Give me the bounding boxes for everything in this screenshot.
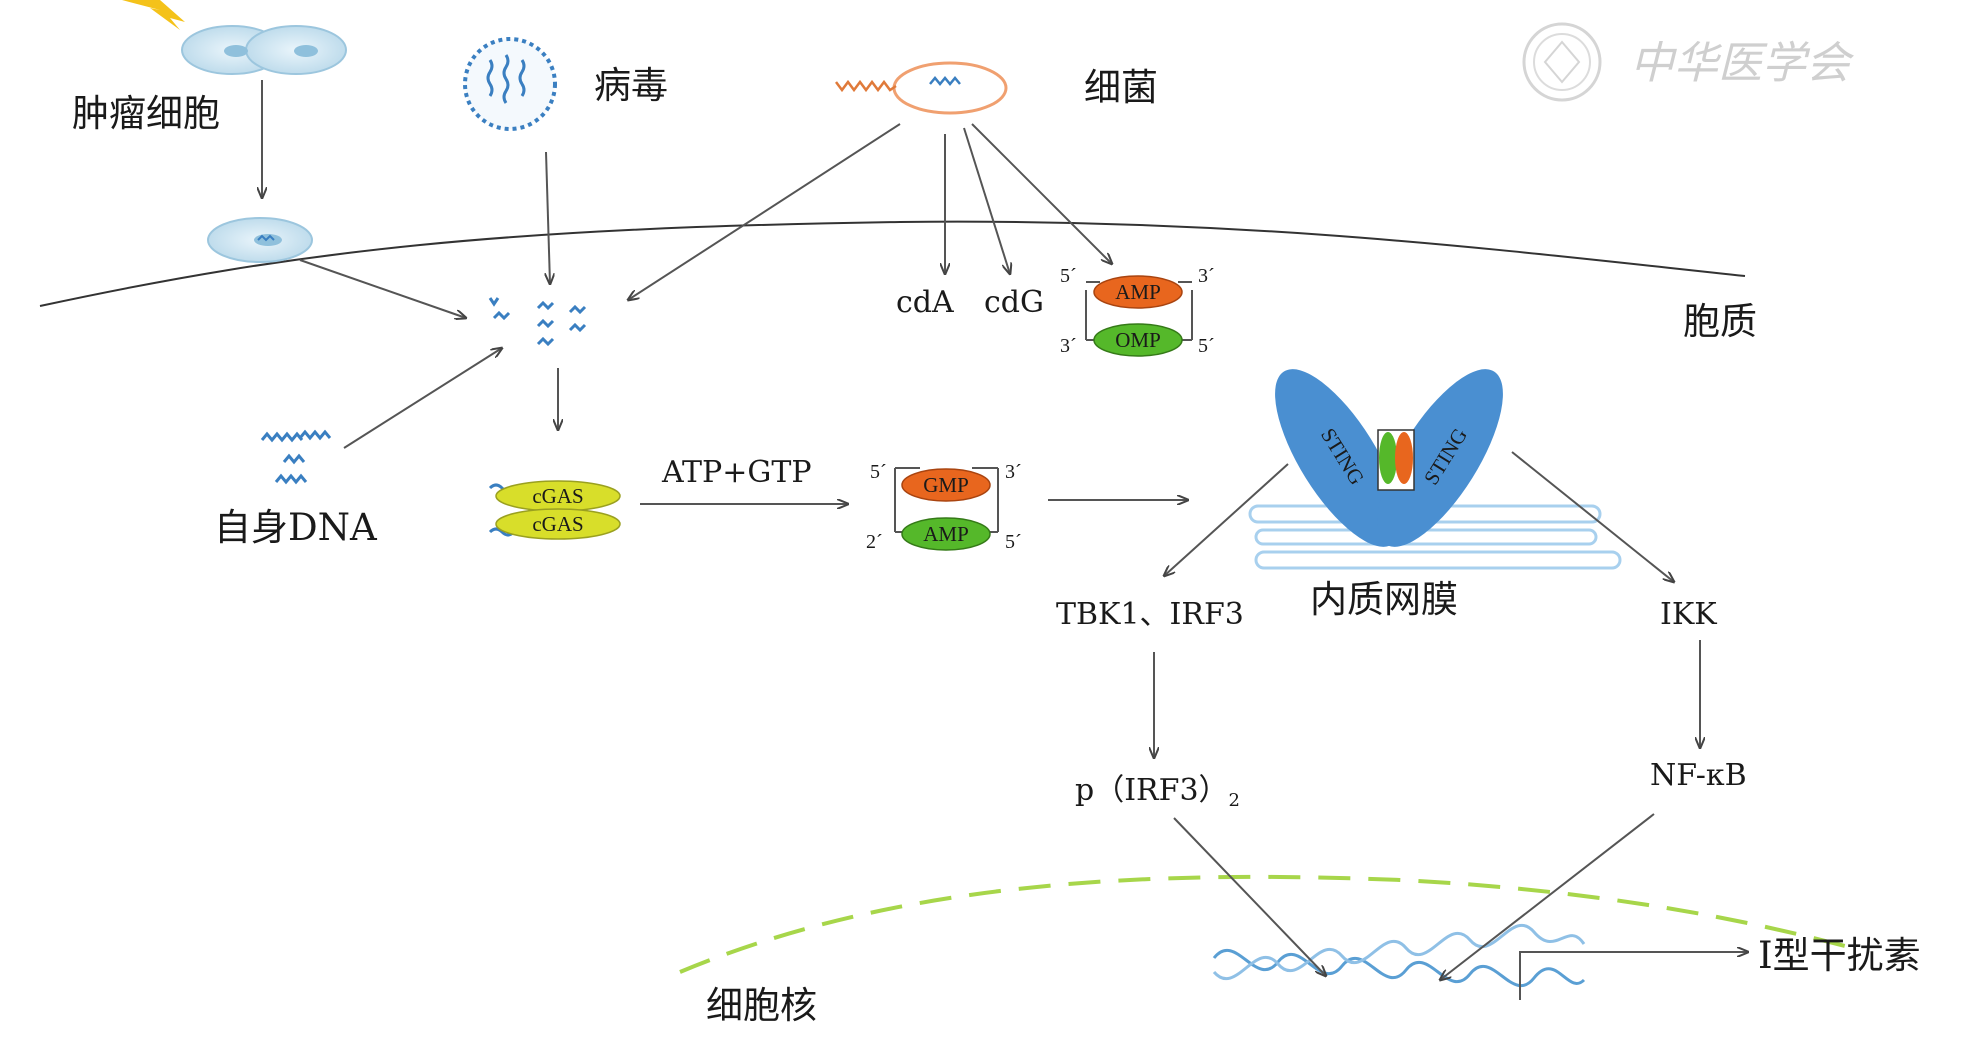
amp-label: AMP (923, 522, 969, 546)
gmp-label: GMP (923, 473, 969, 497)
amp-label-bacterial: AMP (1115, 280, 1161, 304)
watermark: 中华医学会 (1522, 22, 1854, 102)
cda-label: cdA (896, 285, 954, 320)
tumor-cell-label: 肿瘤细胞 (72, 92, 220, 135)
omp-label: OMP (1115, 328, 1161, 352)
cgas-label-2: cGAS (532, 512, 583, 536)
virus-label: 病毒 (594, 64, 668, 107)
prime-3-bact-bottom: 3´ (1060, 335, 1077, 357)
cgas-dimer: cGAS cGAS (488, 480, 621, 540)
prime-5-top: 5´ (870, 461, 887, 483)
dna-helix-icon (1212, 923, 1586, 987)
cytoplasm-label: 胞质 (1683, 300, 1757, 343)
prime-5-bact-top: 5´ (1060, 265, 1077, 287)
cytosolic-dna (488, 297, 587, 347)
bacteria-label: 细菌 (1084, 66, 1158, 109)
cgas-label-1: cGAS (532, 484, 583, 508)
plasma-membrane (39, 220, 1746, 307)
self-dna-label: 自身DNA (214, 506, 378, 549)
prime-3-bact-top: 3´ (1198, 265, 1215, 287)
prime-3-top: 3´ (1005, 461, 1022, 483)
tumor-cells (181, 25, 347, 75)
prime-2-bottom: 2´ (866, 531, 883, 553)
ikk-label: IKK (1660, 597, 1717, 632)
sting-dimer: STING STING (1275, 369, 1503, 547)
self-dna-icon (260, 429, 332, 485)
er-label: 内质网膜 (1310, 578, 1458, 621)
nucleus-label: 细胞核 (706, 984, 817, 1027)
virus-icon (463, 37, 557, 131)
cgamp-molecule: GMP AMP 5´ 3´ 2´ 5´ (866, 461, 1022, 553)
tbk1-irf3-label: TBK1、IRF3 (1056, 597, 1244, 632)
svg-text:中华医学会: 中华医学会 (1630, 38, 1854, 89)
nuclear-envelope (679, 874, 1861, 974)
atp-gtp-label: ATP+GTP (661, 455, 812, 490)
prime-5-bottom: 5´ (1005, 531, 1022, 553)
pathway-arrows (262, 80, 1748, 1000)
cdg-label: cdG (984, 285, 1044, 320)
lightning-icon (122, 0, 185, 30)
bacterial-cdn-molecule: AMP OMP 5´ 3´ 3´ 5´ (1060, 265, 1215, 357)
ifn-label: I型干扰素 (1758, 934, 1921, 977)
bacteria-icon (835, 61, 1008, 115)
prime-5-bact-bottom: 5´ (1198, 335, 1215, 357)
nfkb-label: NF-κB (1650, 758, 1747, 793)
p-irf3-label: p（IRF3）2 (1075, 773, 1240, 811)
tumor-cell-membrane (207, 217, 313, 263)
